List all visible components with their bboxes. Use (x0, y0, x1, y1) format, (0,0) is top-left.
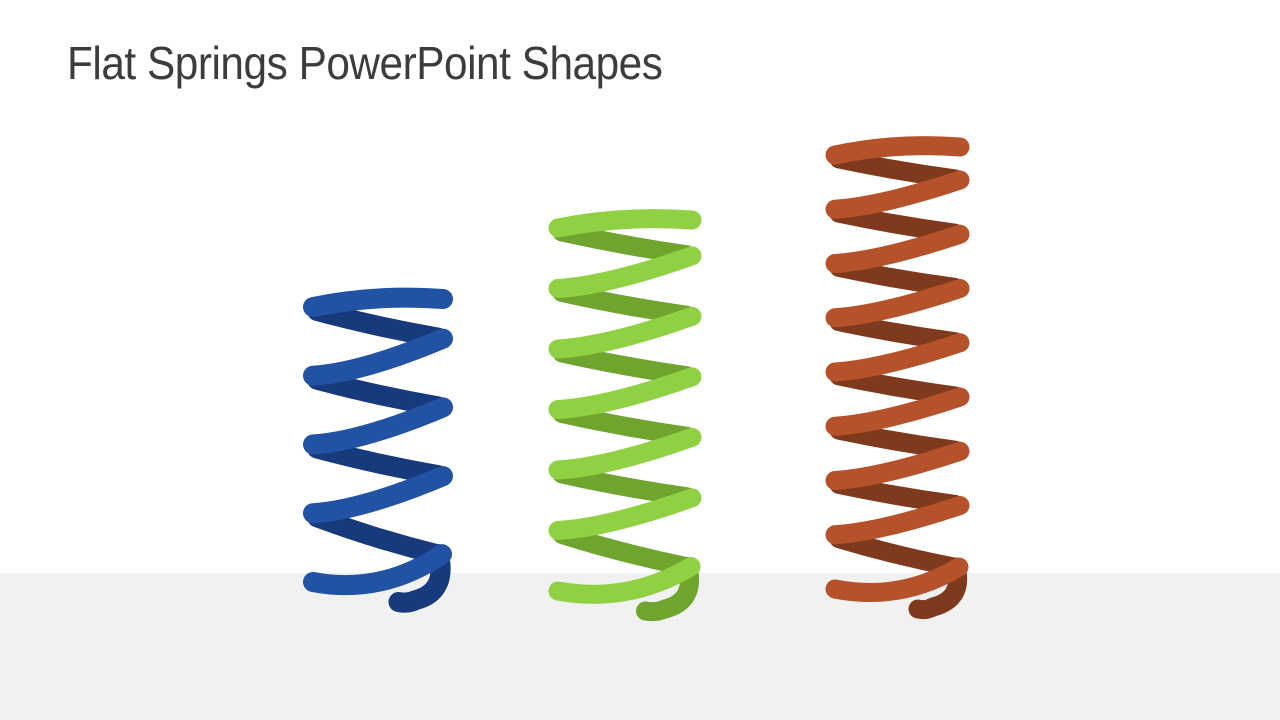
green-spring (548, 209, 702, 622)
brown-spring (825, 136, 970, 620)
slide-title: Flat Springs PowerPoint Shapes (67, 37, 663, 89)
blue-spring (303, 287, 453, 613)
